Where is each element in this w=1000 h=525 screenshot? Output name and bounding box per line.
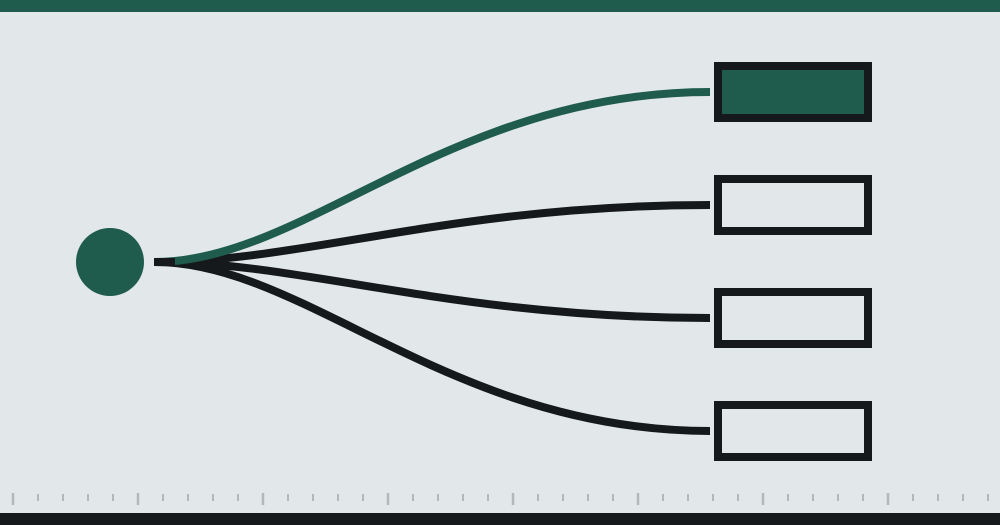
source-node[interactable]	[76, 228, 144, 296]
top-accent-bar	[0, 0, 1000, 12]
option-box[interactable]	[714, 401, 872, 461]
ruler	[11, 493, 989, 505]
connector-selected	[154, 88, 711, 266]
option-boxes	[714, 62, 872, 461]
option-box[interactable]	[714, 288, 872, 348]
connector	[154, 201, 711, 266]
connector	[154, 258, 711, 322]
option-box-selected[interactable]	[714, 62, 872, 122]
connectors	[154, 88, 711, 435]
connector	[154, 258, 711, 435]
bottom-bar	[0, 513, 1000, 525]
option-box[interactable]	[714, 175, 872, 235]
